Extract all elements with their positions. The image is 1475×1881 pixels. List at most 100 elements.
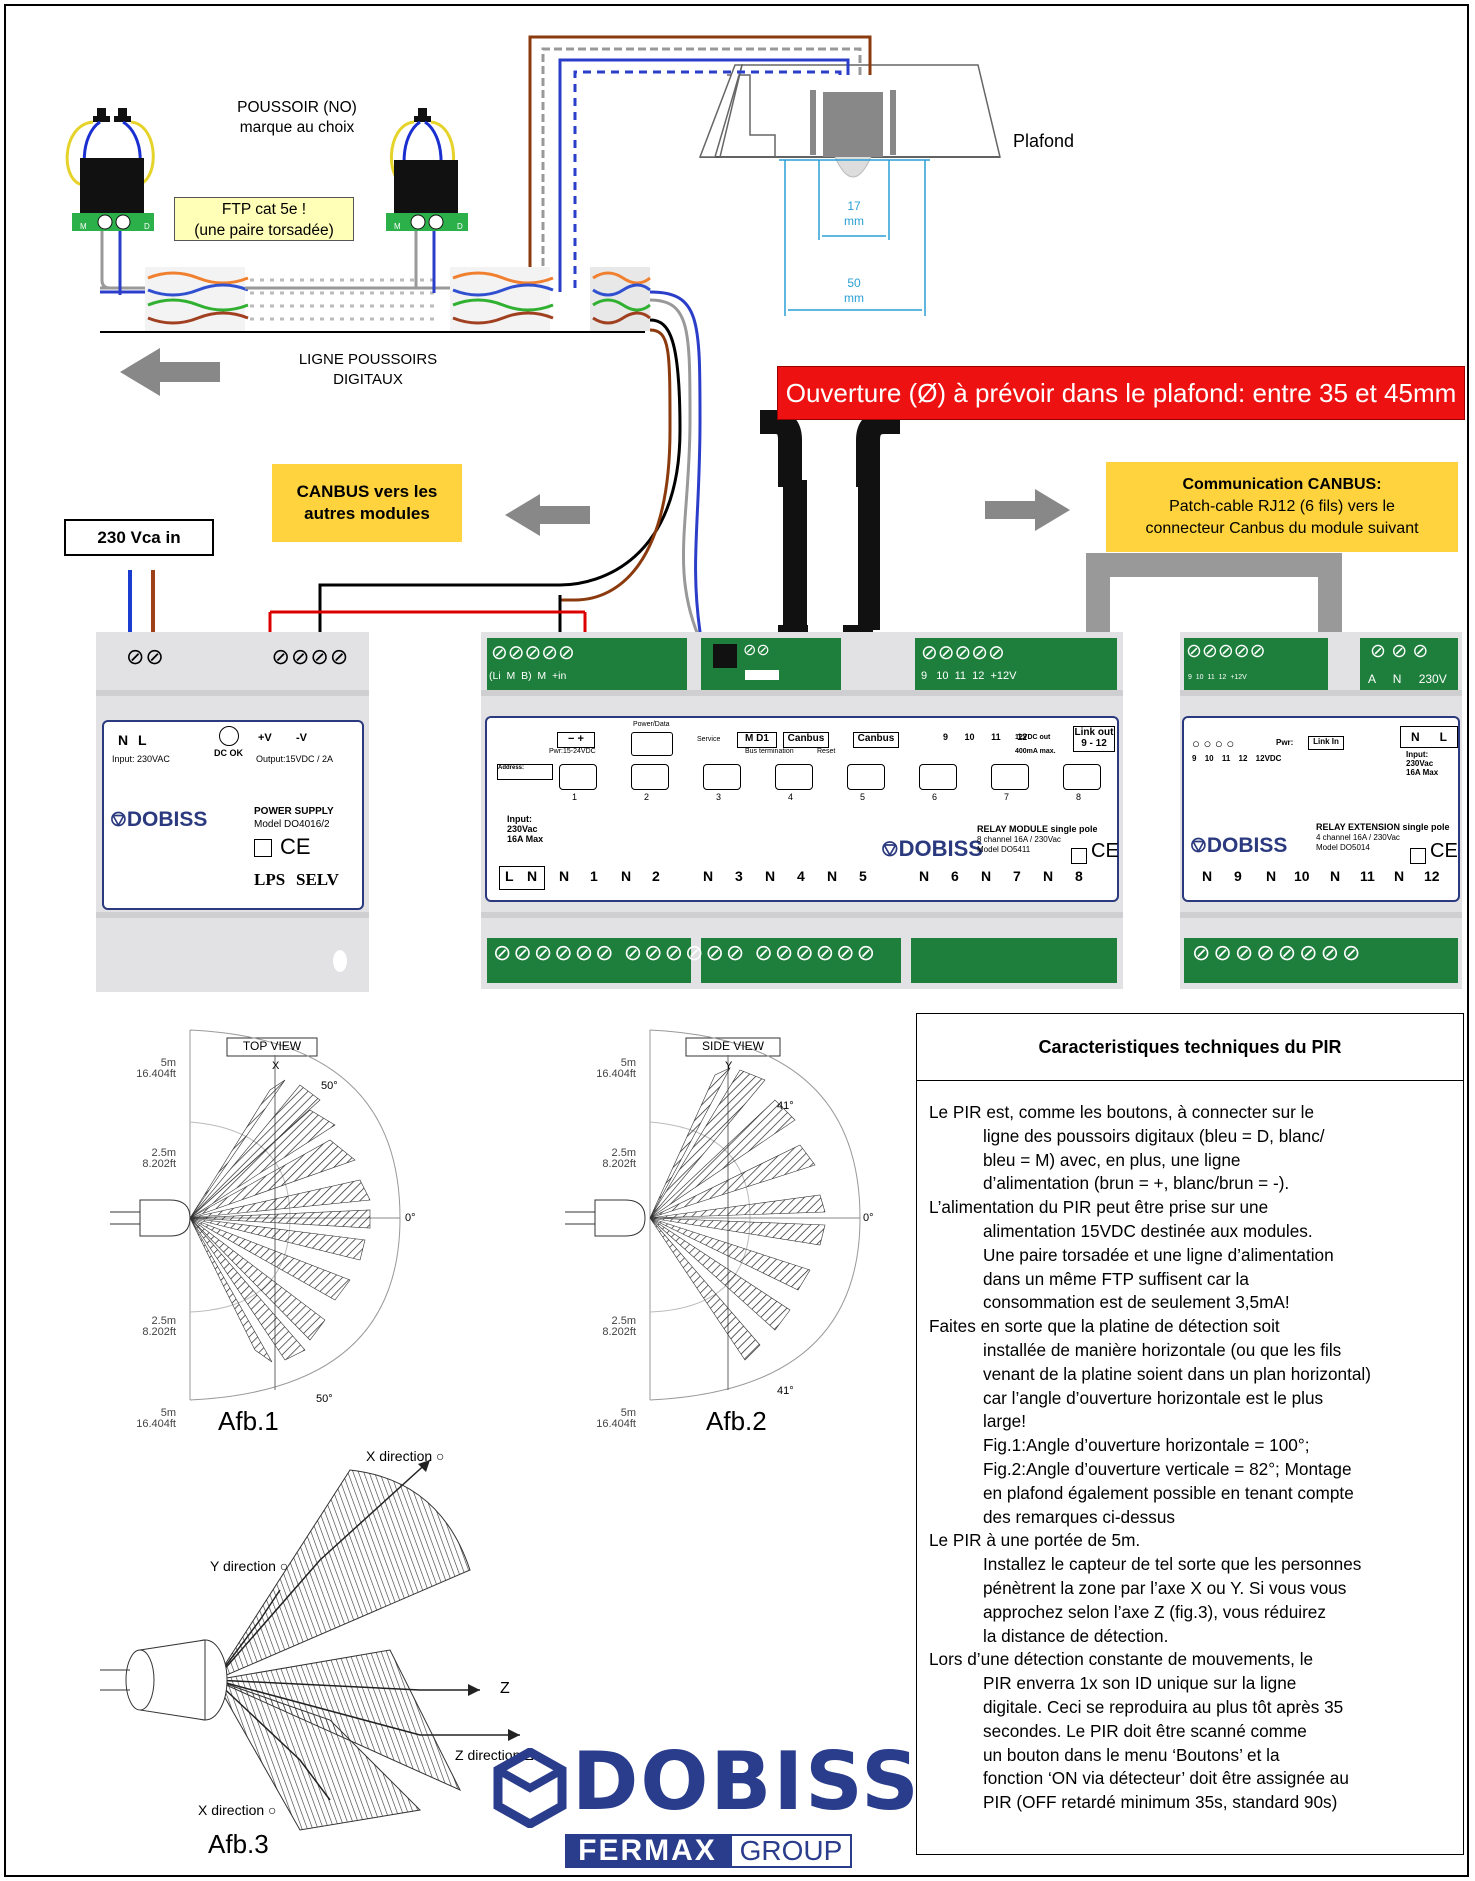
rm-dip-switch[interactable]: [745, 670, 779, 680]
tech-line: PIR (OFF retardé minimum 35s, standard 9…: [983, 1792, 1338, 1813]
dim-17-unit: mm: [844, 214, 864, 228]
r25m-top-1-ft: 8.202ft: [142, 1158, 176, 1170]
poussoir-label: POUSSOIR (NO) marque au choix: [207, 98, 387, 138]
re-term-230v: 230V: [1418, 672, 1447, 686]
rm-out-num-9: 9: [943, 732, 949, 742]
tech-specs-box: Caracteristiques techniques du PIR Le PI…: [916, 1013, 1464, 1855]
rm-term-n5: N: [827, 868, 838, 884]
re-term-a: A: [1368, 672, 1376, 686]
r5m-bot-2-ft: 16.404ft: [596, 1418, 636, 1430]
tech-line: en plafond également possible en tenant …: [983, 1482, 1354, 1503]
tech-line: Le PIR à une portée de 5m.: [929, 1530, 1141, 1551]
re-title: RELAY EXTENSION single pole: [1316, 822, 1450, 832]
rm-led-3: [703, 764, 741, 790]
dobiss-cube-icon: [493, 1748, 567, 1828]
rm-input-line3: 16A Max: [507, 834, 544, 844]
plafond-label: Plafond: [1013, 131, 1075, 151]
dobiss-logo-icon: ⎊: [881, 836, 899, 861]
rm-circle-4: 4: [788, 792, 794, 802]
re-nl-box: N L: [1400, 726, 1458, 748]
dobiss-fermax-logo: DOBISS FERMAX GROUP: [490, 1735, 919, 1880]
x-direction-bottom-text: X direction: [198, 1802, 265, 1818]
ftp-cable: [100, 267, 651, 333]
re-nl-n: N: [1410, 730, 1420, 744]
tech-line: digitale. Ceci se reproduira au plus tôt…: [983, 1696, 1344, 1717]
canbus-modules-line2: autres modules: [304, 504, 430, 523]
ps-title: POWER SUPPLY: [254, 806, 334, 817]
re-brand: ⎊DOBISS: [1190, 834, 1287, 858]
tech-line: Fig.2:Angle d’ouverture verticale = 82°;…: [983, 1458, 1352, 1479]
y-direction-text: Y direction: [210, 1558, 276, 1574]
r5m-bot-2-m: 5m: [620, 1407, 636, 1419]
re-subtitle: 4 channel 16A / 230Vac: [1316, 833, 1400, 842]
rm-term-3: 3: [735, 868, 743, 884]
circle-icon: ○: [279, 1558, 289, 1574]
rm-model: Model DO5411: [977, 845, 1031, 854]
re-right-screws: ⊘ ⊘ ⊘: [1370, 641, 1429, 662]
rm-ln-box: [499, 866, 545, 890]
rm-top-terminal-1: [487, 638, 687, 690]
rm-term-n0: N: [527, 868, 538, 884]
dobiss-logo-icon: ⎊: [110, 808, 127, 831]
zero-label-1: 0°: [405, 1212, 416, 1224]
top-view-figure: [110, 1029, 401, 1401]
ps-l: L: [138, 732, 147, 748]
circle-icon: ○: [436, 1448, 445, 1464]
r25m-bot-2-m: 2.5m: [611, 1315, 636, 1327]
rm-400ma: 400mA max.: [1015, 748, 1056, 755]
rm-power-data: Power/Data: [633, 721, 670, 728]
tech-line: Faites en sorte que la platine de détect…: [929, 1316, 1280, 1337]
r25m-bot-1-ft: 8.202ft: [142, 1326, 176, 1338]
rm-term-n1: N: [559, 868, 570, 884]
dc-ok-led: [219, 726, 239, 746]
rm-term-n8: N: [1043, 868, 1054, 884]
rm-service-button[interactable]: [713, 644, 737, 668]
tech-line: bleu = M) avec, en plus, une ligne: [983, 1149, 1241, 1170]
rm-out-terms: 9 10 11 12 +12V: [921, 670, 1017, 682]
ftp-label-line1: FTP cat 5e !: [221, 201, 307, 218]
rm-input-line2: 230Vac: [507, 824, 538, 834]
double-insulation-icon: [1410, 848, 1426, 864]
rm-term-n3: N: [703, 868, 714, 884]
rm-bottom-terminal-2: [701, 938, 901, 983]
rm-term-n2: N: [621, 868, 632, 884]
ps-input: Input: 230VAC: [112, 754, 170, 764]
left-button-m: M: [80, 222, 87, 231]
r25m-bot-2-ft: 8.202ft: [602, 1326, 636, 1338]
rm-led-row: [487, 760, 1121, 804]
rm-bottom-terminal-3: [911, 938, 1117, 983]
tech-line: car l’angle d’ouverture horizontale est …: [983, 1387, 1324, 1408]
rm-term-n4: N: [765, 868, 776, 884]
re-ce: CE: [1430, 840, 1458, 862]
rm-link-out: Link out 9 - 12: [1073, 726, 1115, 752]
tech-line: fonction ‘ON via détecteur’ doit être as…: [983, 1768, 1349, 1789]
dobiss-logo-icon: ⎊: [1190, 834, 1207, 857]
r25m-top-2-m: 2.5m: [611, 1147, 636, 1159]
side-view-figure: [565, 1029, 861, 1401]
push-button-right: [386, 108, 468, 293]
logo-brand: DOBISS: [572, 1735, 921, 1828]
relay-extension-panel: ○ ○ ○ ○ 9 10 11 12 12VDC Pwr: Link In N …: [1182, 716, 1460, 902]
relay-extension-module: ⊘⊘⊘⊘⊘ 9 10 11 12 +12V ⊘ ⊘ ⊘ A N 230V ○ ○…: [1180, 632, 1462, 989]
rm-title: RELAY MODULE single pole: [977, 824, 1098, 834]
re-bterm-n10: N: [1266, 868, 1277, 884]
rm-term-8: 8: [1075, 868, 1083, 884]
re-leds: ○ ○ ○ ○: [1192, 736, 1235, 751]
rm-bus-screws: ⊘⊘: [743, 642, 770, 659]
tech-line: des remarques ci-dessus: [983, 1506, 1176, 1527]
tech-line: Fig.1:Angle d’ouverture horizontale = 10…: [983, 1435, 1310, 1456]
z-axis: Z: [500, 1680, 510, 1697]
ligne-label-line1: LIGNE POUSSOIRS: [298, 351, 438, 368]
rm-subtitle: 8 channel 16A / 230Vac: [977, 835, 1061, 844]
re-bterm-n9: N: [1202, 868, 1213, 884]
power-supply-module: ⊘⊘ ⊘⊘⊘⊘ N L Input: 230VAC DC OK +V -V Ou…: [96, 632, 369, 992]
rm-service: Service: [697, 736, 721, 743]
right-button-m: M: [394, 222, 401, 231]
re-input-line1: Input:: [1406, 750, 1429, 759]
dim-50-unit: mm: [844, 291, 864, 305]
re-bterm-12: 12: [1424, 868, 1440, 884]
tech-line: L’alimentation du PIR peut être prise su…: [929, 1197, 1269, 1218]
rm-top-screws-3: ⊘⊘⊘⊘⊘: [921, 642, 1005, 664]
rm-circle-2: 2: [644, 792, 650, 802]
